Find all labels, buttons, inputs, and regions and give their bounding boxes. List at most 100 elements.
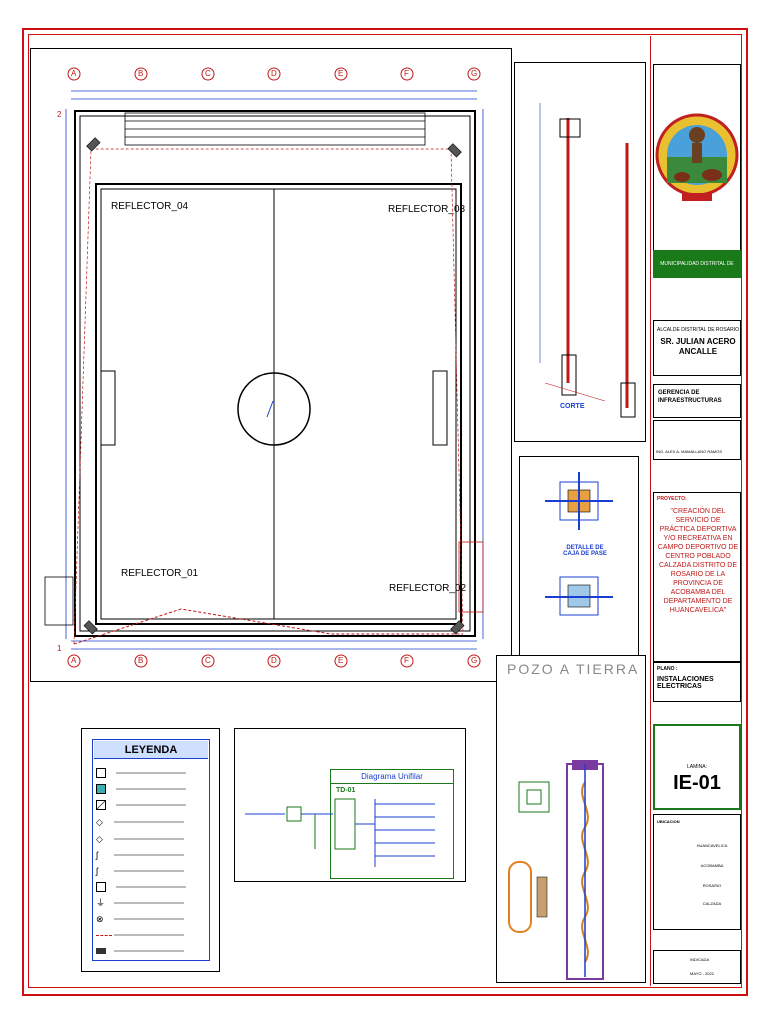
legend-panel: LEYENDA ◇ ◇ ʃ ʃ ⏚ ⊗ [81,728,220,972]
cut-label: CORTE [560,403,585,410]
wiring-path-perimeter [73,148,464,645]
reflector-label-01: REFLECTOR_01 [121,568,199,579]
scale-date-cell: INDICADA MAYO - 2022 [653,950,741,984]
grid-label-g-top: G [471,69,478,78]
location-cell: UBICACION HUANCAVELICA ACOBAMBA ROSARIO … [653,814,741,930]
connector-detail [536,876,548,918]
outlet-icon: ◇ [96,834,103,844]
ground-well-panel: POZO A TIERRA [496,655,646,983]
single-line-drawing [245,798,435,867]
engineer-name: ING. ALEX A. MAMALLANO RAMOS [656,449,723,454]
legend-item [96,765,208,781]
reflector-markers [83,137,465,635]
fluorescent-outlet-icon: ◇ [96,817,103,827]
grid-label-c-top: C [205,69,211,78]
grid-label-d-bottom: D [271,656,277,665]
legend-list: ◇ ◇ ʃ ʃ ⏚ ⊗ [96,765,208,959]
pole-base [561,354,577,396]
legend-item: ʃ [96,847,208,863]
cable-line-icon [96,934,112,936]
department-cell: GERENCIA DE INFRAESTRUCTURAS [653,384,741,418]
grid-label-b-bottom: B [138,656,144,665]
legend-title: LEYENDA [94,741,208,759]
pitch-outline [95,183,462,625]
wiring-path [73,608,463,645]
logo-frame [653,64,741,278]
center-circle [237,372,311,446]
perimeter-wall-inner [79,115,471,632]
grid-axis-top [67,67,481,81]
goal-left [100,370,116,446]
well-plan-outer [518,781,550,813]
meter-icon [96,768,106,778]
plan-cell: PLANO : INSTALACIONES ELECTRICAS [653,662,741,702]
single-line-title: Diagrama Unifilar [331,770,453,784]
ground-icon: ⏚ [96,898,106,908]
legend-item: ⏚ [96,895,208,911]
switch-single-icon: ʃ [96,850,98,860]
reflector-label-02: REFLECTOR_02 [389,583,467,594]
grid-label-c-bottom: C [205,656,211,665]
field-plan-panel: A B C D E F G A B C D E F G 2 1 REFLECTO… [30,48,512,682]
province-value: ACOBAMBA [700,863,724,868]
meter-box [44,576,74,626]
conductor-detail [508,861,532,933]
district-value: ROSARIO [702,883,722,888]
sheet-inner-border [28,34,742,988]
legend-item [96,927,208,943]
legend-item: ◇ [96,813,208,831]
legend-item: ◇ [96,831,208,847]
mayor-name: SR. JULIAN ACERO ANCALLE [660,337,736,356]
pitch-line [100,188,457,620]
grid-label-f-top: F [404,69,409,78]
mayor-cell: ALCALDE DISTRITAL DE ROSARIO SR. JULIAN … [653,320,741,376]
reflector-label-03: REFLECTOR_03 [388,204,466,215]
general-board-icon [96,784,106,794]
grid-label-a-bottom: A [71,656,77,665]
board-box [458,541,484,613]
grid-label-d-top: D [271,69,277,78]
grid-label-f-bottom: F [404,656,409,665]
project-label: PROYECTO: [657,496,687,502]
grid-label-row-1: 1 [57,644,62,653]
junction-box-drawing [545,472,613,616]
scale-value: INDICADA [690,957,710,962]
legend-item: ʃ [96,863,208,879]
switch-double-icon: ʃ [96,866,98,876]
grid-label-a-top: A [71,69,77,78]
sheet-code: IE-01 [673,772,721,794]
reflector-icon [96,948,106,954]
ground-well-drawing [508,760,604,980]
pole-icon: ⊗ [96,914,104,924]
grid-label-g-bottom: G [471,656,478,665]
project-description: "CREACIÓN DEL SERVICIO DE PRÁCTICA DEPOR… [657,508,739,614]
dimension-lines [65,90,484,650]
date-value: MAYO - 2022 [690,971,714,976]
municipality-bar: MUNICIPALIDAD DISTRITAL DE ROSARIO [653,250,741,295]
location-label: UBICACION [657,819,680,824]
bleachers [124,112,426,146]
distribution-board-icon [96,800,106,810]
grid-label-row-2: 2 [57,110,62,119]
pole-base-2 [620,382,636,418]
ground-well-title: POZO A TIERRA [507,661,640,677]
plan-name: INSTALACIONES ELECTRICAS [657,676,714,690]
legend-item [96,781,208,797]
region-value: HUANCAVELICA [696,843,728,848]
legend-item [96,879,208,895]
well-plan-inner [526,789,542,805]
perimeter-wall [74,110,476,637]
engineer-cell: ING. ALEX A. MAMALLANO RAMOS [653,420,741,460]
municipal-seal-icon [655,113,739,201]
grid-label-e-top: E [338,69,344,78]
department-name: GERENCIA DE INFRAESTRUCTURAS [658,390,722,404]
box-detail-panel: DETALLE DE CAJA DE PASE [519,456,639,658]
sheet-number-cell: LAMINA: IE-01 [653,724,741,810]
grid-label-e-bottom: E [338,656,344,665]
fluorescent-lamp-icon [96,882,106,892]
project-cell: PROYECTO: "CREACIÓN DEL SERVICIO DE PRÁC… [653,492,741,662]
reflector-label-04: REFLECTOR_04 [111,201,189,212]
pole-head [559,118,581,138]
mayor-label: ALCALDE DISTRITAL DE ROSARIO [657,327,739,333]
goal-right [432,370,448,446]
